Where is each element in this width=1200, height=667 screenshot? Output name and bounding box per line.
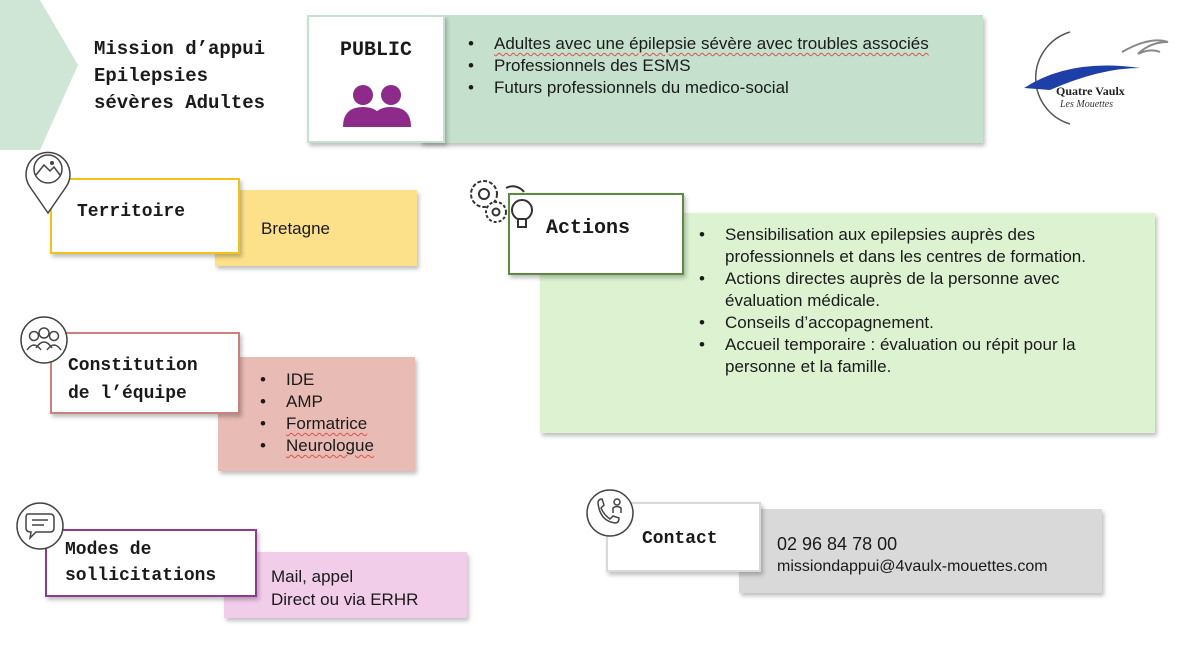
modes-panel: Mail, appel Direct ou via ERHR [224,552,467,618]
logo-line1: Quatre Vaulx [1056,84,1125,98]
equipe-label-box: Constitution de l’équipe [50,332,240,414]
title-line-3: sévères Adultes [94,92,266,114]
actions-label-box: Actions [508,193,684,275]
territoire-value: Bretagne [261,219,330,238]
equipe-label-line2: de l’équipe [68,384,187,404]
public-label-box: PUBLIC [307,15,445,143]
actions-label: Actions [546,217,631,240]
actions-panel: Sensibilisation aux epilepsies auprès de… [540,213,1155,433]
logo-line2: Les Mouettes [1060,99,1114,110]
equipe-item: Formatrice [256,413,416,435]
chat-bubble-icon [14,500,66,557]
people-icon [339,77,415,136]
phone-contact-icon [584,487,636,544]
public-item: Adultes avec une épilepsie sévère avec t… [464,33,964,55]
actions-list: Sensibilisation aux epilepsies auprès de… [695,224,1135,378]
team-group-icon [18,314,70,371]
actions-item-text: Accueil temporaire : évaluation ou répit… [725,335,1076,376]
contact-panel: 02 96 84 78 00 missiondappui@4vaulx-moue… [739,509,1102,593]
equipe-list: IDE AMP Formatrice Neurologue [256,369,416,457]
equipe-item: AMP [256,391,416,413]
actions-item-text: Conseils d’accopagnement. [725,313,934,332]
actions-item: Sensibilisation aux epilepsies auprès de… [695,224,1135,268]
modes-label-box: Modes de sollicitations [45,529,257,597]
modes-label-line1: Modes de [65,540,152,560]
equipe-item-text: Formatrice [286,414,368,433]
equipe-item: IDE [256,369,416,391]
actions-item: Conseils d’accopagnement. [695,312,1135,334]
public-item-text: Adultes avec une épilepsie sévère avec t… [494,34,929,53]
public-list: Adultes avec une épilepsie sévère avec t… [464,33,964,99]
modes-line1: Mail, appel [271,566,353,588]
corner-chevron [0,0,80,150]
territoire-label-box: Territoire [50,178,240,254]
equipe-item-text: IDE [286,370,315,389]
public-item-text: Professionnels des ESMS [494,56,691,75]
title-line-1: Mission d’appui [94,38,266,60]
gears-lightbulb-icon [466,176,542,239]
equipe-item: Neurologue [256,435,416,457]
actions-item: Accueil temporaire : évaluation ou répit… [695,334,1135,378]
modes-line2: Direct ou via ERHR [271,590,419,609]
public-item: Futurs professionnels du medico-social [464,77,964,99]
logo: Quatre Vaulx Les Mouettes [1010,28,1180,128]
equipe-item-text: AMP [286,392,323,411]
modes-line1-text: Mail, appel [271,567,354,586]
location-pin-icon [22,143,74,220]
page-title: Mission d’appui Epilepsies sévères Adult… [94,36,265,117]
actions-item: Actions directes auprès de la personne a… [695,268,1135,312]
title-line-2: Epilepsies [94,65,209,87]
public-panel: Adultes avec une épilepsie sévère avec t… [420,15,983,143]
territoire-label: Territoire [77,202,186,222]
contact-label: Contact [642,529,718,549]
equipe-label-line1: Constitution [68,356,198,376]
actions-item-text: Sensibilisation aux epilepsies auprès de… [725,225,1086,266]
public-label: PUBLIC [339,39,412,62]
modes-label-line2: sollicitations [65,566,217,586]
public-item: Professionnels des ESMS [464,55,964,77]
actions-item-text: Actions directes auprès de la personne a… [725,269,1060,310]
equipe-panel: IDE AMP Formatrice Neurologue [218,357,415,471]
public-item-text: Futurs professionnels du medico-social [494,78,789,97]
territoire-panel: Bretagne [215,190,417,266]
contact-phone: 02 96 84 78 00 [777,534,898,554]
equipe-item-text: Neurologue [286,436,374,455]
contact-email: missiondappui@4vaulx-mouettes.com [777,558,1048,575]
